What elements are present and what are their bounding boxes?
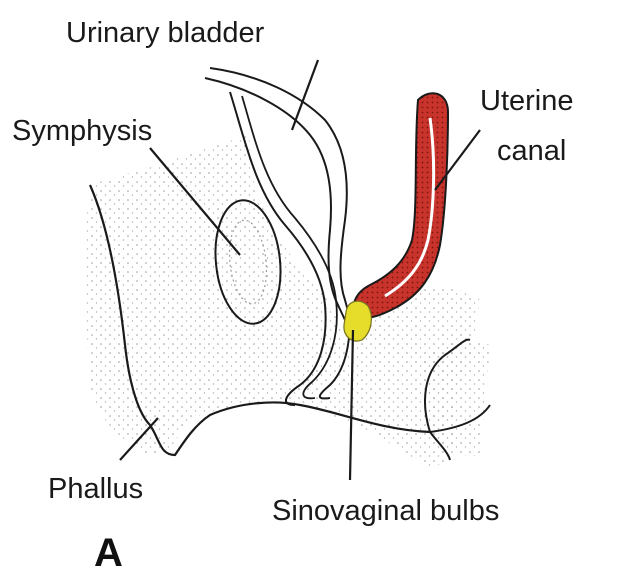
label-symphysis: Symphysis — [12, 115, 152, 147]
label-sinovaginal-bulbs: Sinovaginal bulbs — [272, 495, 499, 527]
leader-sinovaginal-bulbs — [350, 330, 353, 480]
label-uterine-line1: Uterine — [480, 85, 574, 117]
label-phallus: Phallus — [48, 473, 143, 505]
leader-urinary-bladder — [292, 60, 318, 130]
label-uterine-line2: canal — [497, 135, 566, 167]
label-urinary-bladder: Urinary bladder — [66, 17, 265, 49]
panel-letter: A — [94, 531, 123, 575]
sinovaginal-bulbs — [344, 301, 371, 341]
